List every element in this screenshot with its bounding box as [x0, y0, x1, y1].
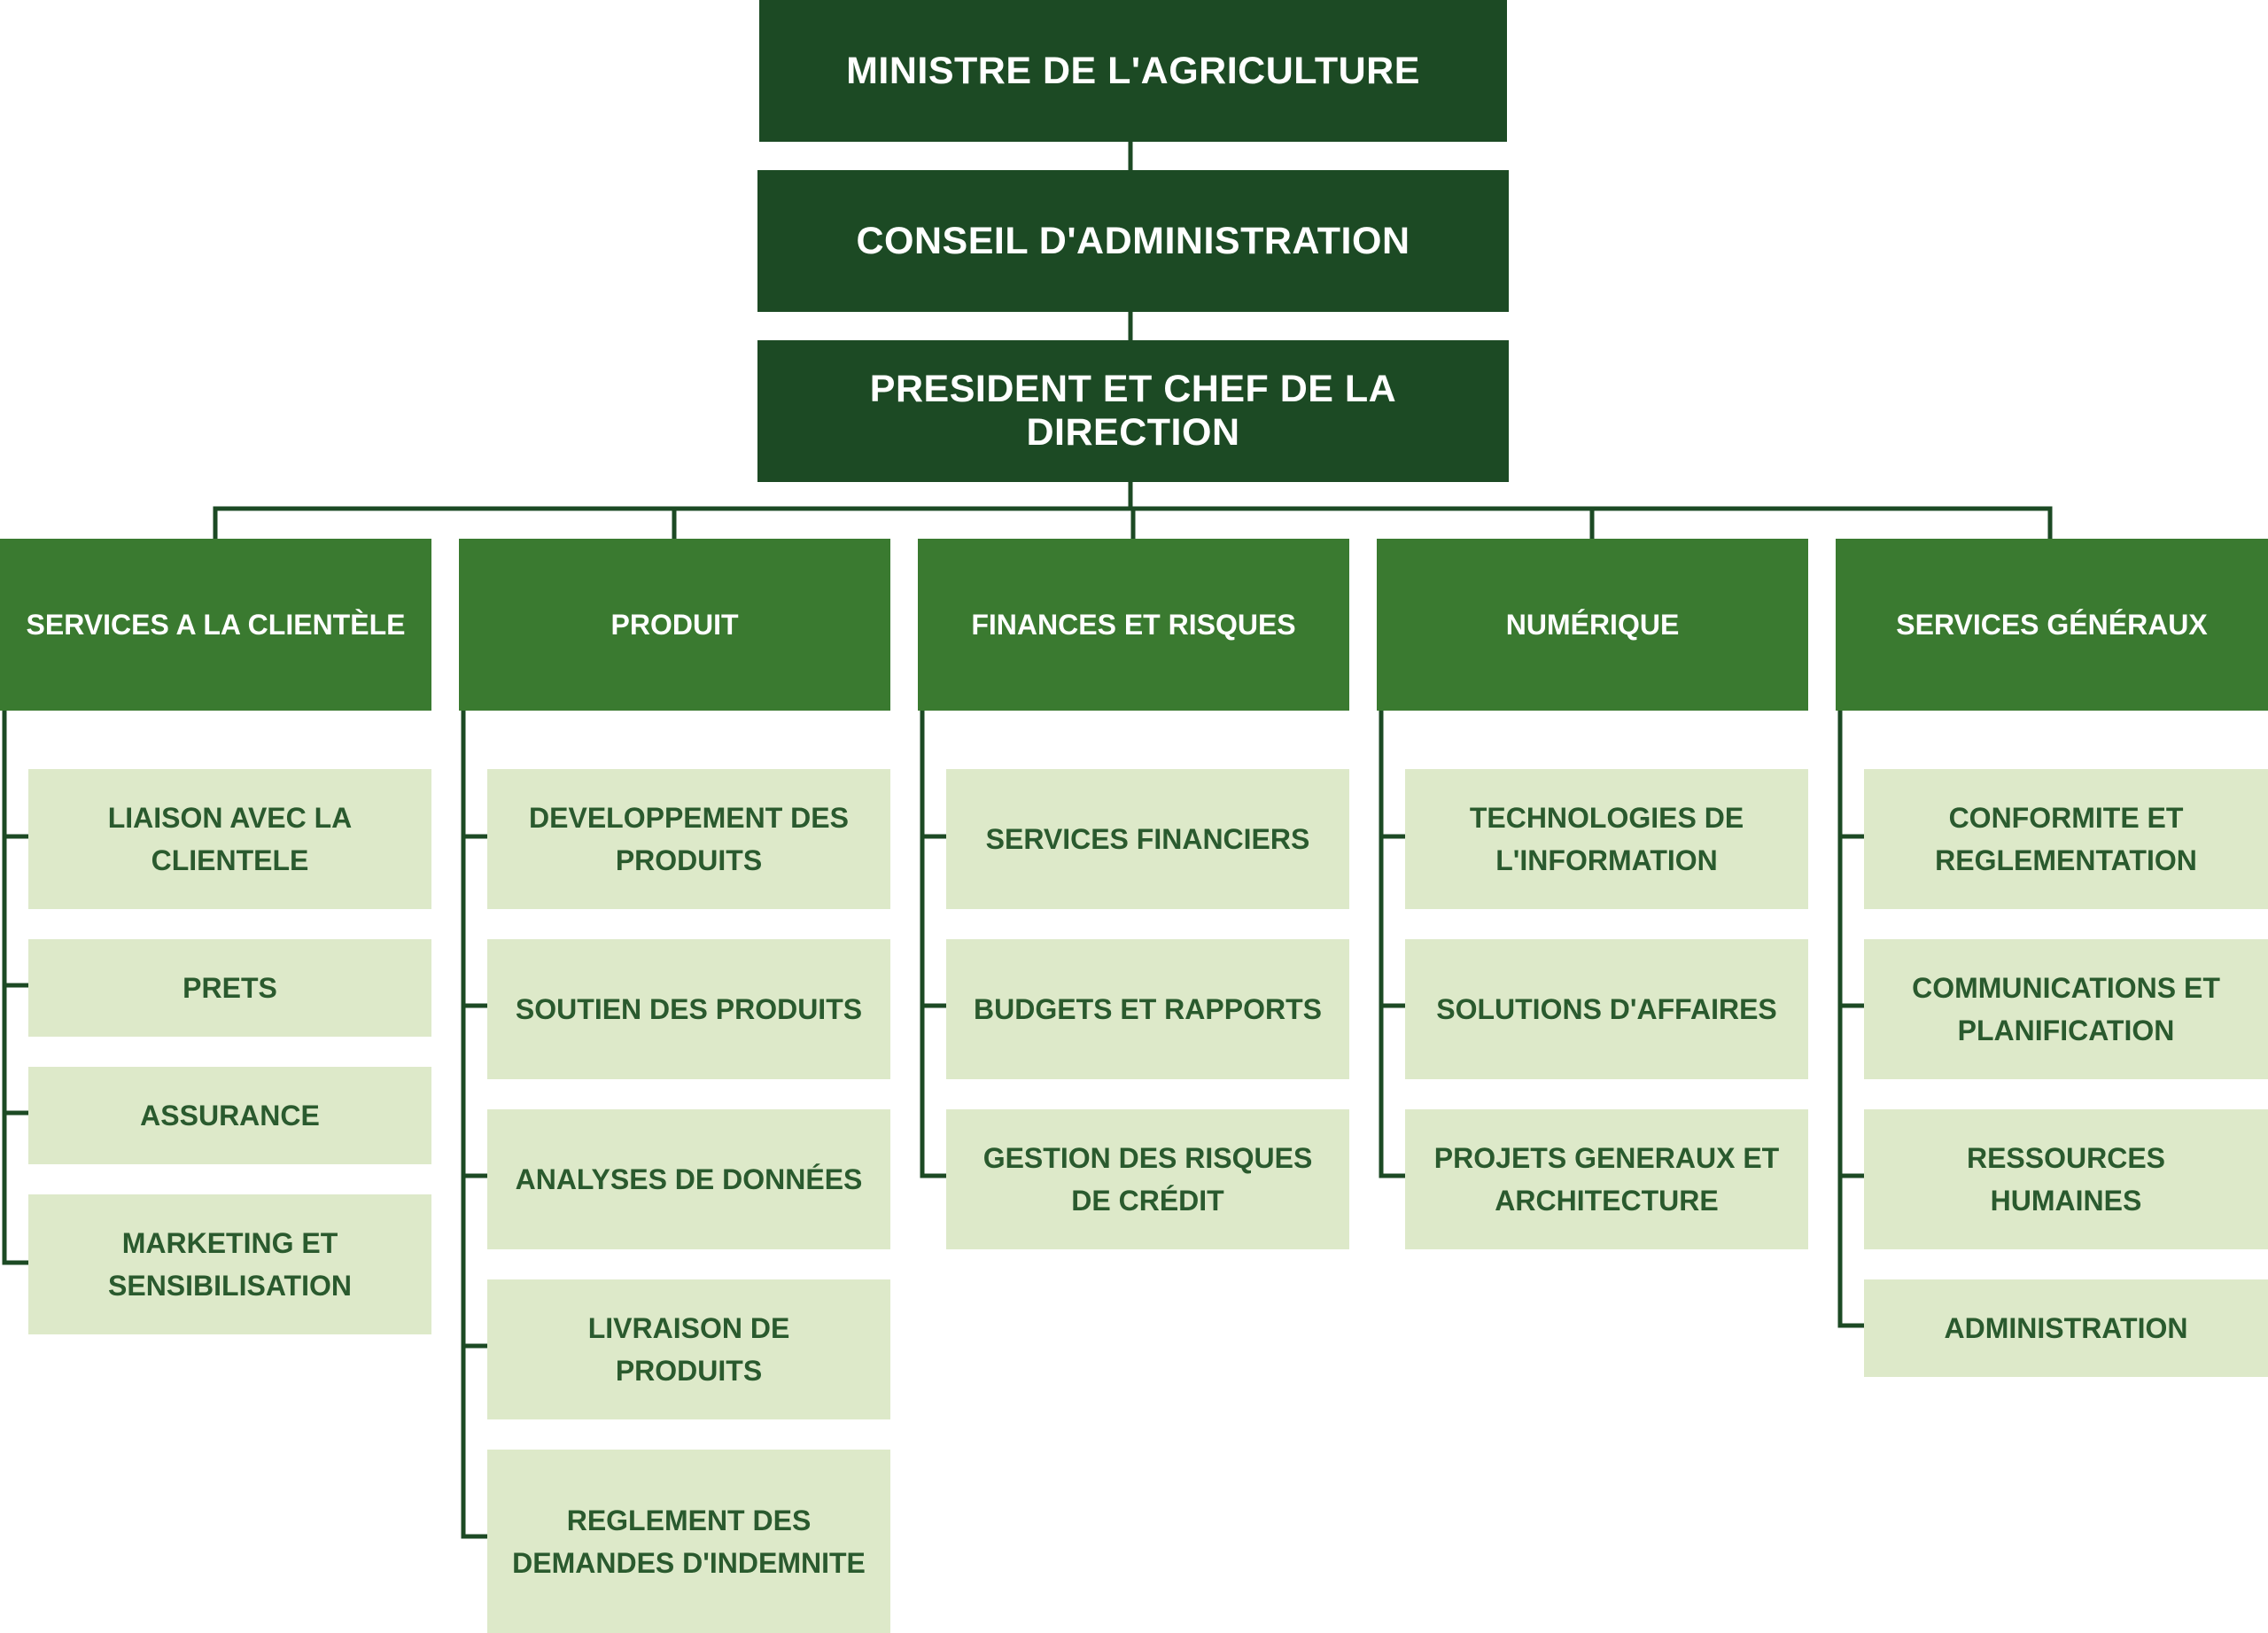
- node-minister: MINISTRE DE L'AGRICULTURE: [759, 0, 1507, 142]
- unit-communications-planning: COMMUNICATIONS ET PLANIFICATION: [1864, 939, 2268, 1079]
- unit-product-development: DEVELOPPEMENT DES PRODUITS: [487, 769, 890, 909]
- unit-human-resources: RESSOURCES HUMAINES: [1864, 1109, 2268, 1249]
- unit-administration: ADMINISTRATION: [1864, 1279, 2268, 1377]
- dept-product: PRODUIT: [459, 539, 890, 711]
- dept-digital: NUMÉRIQUE: [1377, 539, 1808, 711]
- unit-product-delivery: LIVRAISON DE PRODUITS: [487, 1279, 890, 1419]
- unit-projects-architecture: PROJETS GENERAUX ET ARCHITECTURE: [1405, 1109, 1808, 1249]
- node-board: CONSEIL D'ADMINISTRATION: [757, 170, 1509, 312]
- unit-claims-settlement: REGLEMENT DES DEMANDES D'INDEMNITE: [487, 1450, 890, 1633]
- unit-insurance: ASSURANCE: [28, 1067, 431, 1164]
- dept-client-services: SERVICES A LA CLIENTÈLE: [0, 539, 431, 711]
- unit-credit-risk: GESTION DES RISQUES DE CRÉDIT: [946, 1109, 1349, 1249]
- unit-business-solutions: SOLUTIONS D'AFFAIRES: [1405, 939, 1808, 1079]
- unit-loans: PRETS: [28, 939, 431, 1037]
- unit-data-analytics: ANALYSES DE DONNÉES: [487, 1109, 890, 1249]
- node-president: PRESIDENT ET CHEF DE LA DIRECTION: [757, 340, 1509, 482]
- dept-general-services: SERVICES GÉNÉRAUX: [1836, 539, 2268, 711]
- unit-product-support: SOUTIEN DES PRODUITS: [487, 939, 890, 1079]
- unit-client-liaison: LIAISON AVEC LA CLIENTELE: [28, 769, 431, 909]
- unit-marketing: MARKETING ET SENSIBILISATION: [28, 1194, 431, 1334]
- unit-information-technology: TECHNOLOGIES DE L'INFORMATION: [1405, 769, 1808, 909]
- dept-finance-risk: FINANCES ET RISQUES: [918, 539, 1349, 711]
- unit-budgets-reports: BUDGETS ET RAPPORTS: [946, 939, 1349, 1079]
- unit-financial-services: SERVICES FINANCIERS: [946, 769, 1349, 909]
- unit-compliance: CONFORMITE ET REGLEMENTATION: [1864, 769, 2268, 909]
